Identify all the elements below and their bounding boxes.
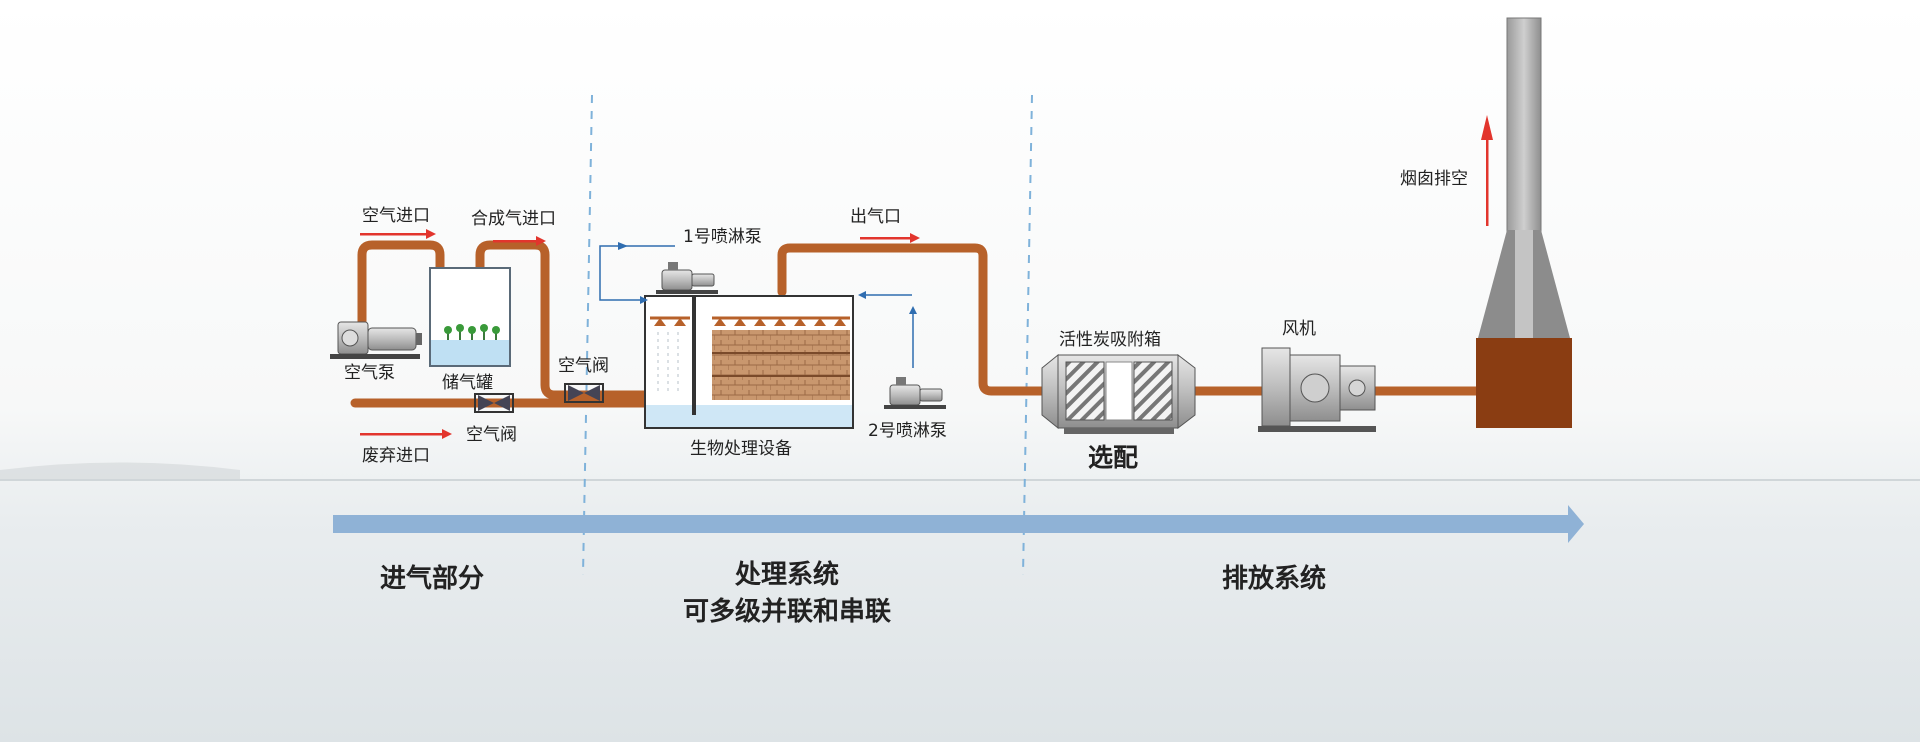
label-air-pump: 空气泵 xyxy=(344,363,395,383)
label-carbon-box: 活性炭吸附箱 xyxy=(1059,330,1161,350)
activated-carbon-box xyxy=(1042,355,1195,434)
label-spray-pump-2: 2号喷淋泵 xyxy=(868,421,947,441)
label-bio-equipment: 生物处理设备 xyxy=(690,439,792,459)
label-gas-tank: 储气罐 xyxy=(442,373,493,393)
section-treatment-subtitle: 可多级并联和串联 xyxy=(683,596,891,627)
label-waste-inlet: 废弃进口 xyxy=(362,446,430,466)
label-air-inlet: 空气进口 xyxy=(362,206,430,226)
label-air-valve-top: 空气阀 xyxy=(558,356,609,376)
bio-treatment-equipment xyxy=(645,296,853,428)
section-treatment-title: 处理系统 xyxy=(734,559,839,590)
label-chimney: 烟囱排空 xyxy=(1400,169,1468,189)
gas-tank xyxy=(430,268,510,366)
section-intake: 进气部分 xyxy=(380,563,484,594)
label-syngas-inlet: 合成气进口 xyxy=(471,209,556,229)
section-discharge: 排放系统 xyxy=(1222,563,1326,594)
label-fan: 风机 xyxy=(1282,319,1316,339)
label-gas-outlet: 出气口 xyxy=(850,207,901,227)
label-spray-pump-1: 1号喷淋泵 xyxy=(683,227,762,247)
label-air-valve-bottom: 空气阀 xyxy=(466,425,517,445)
label-optional: 选配 xyxy=(1088,443,1138,472)
